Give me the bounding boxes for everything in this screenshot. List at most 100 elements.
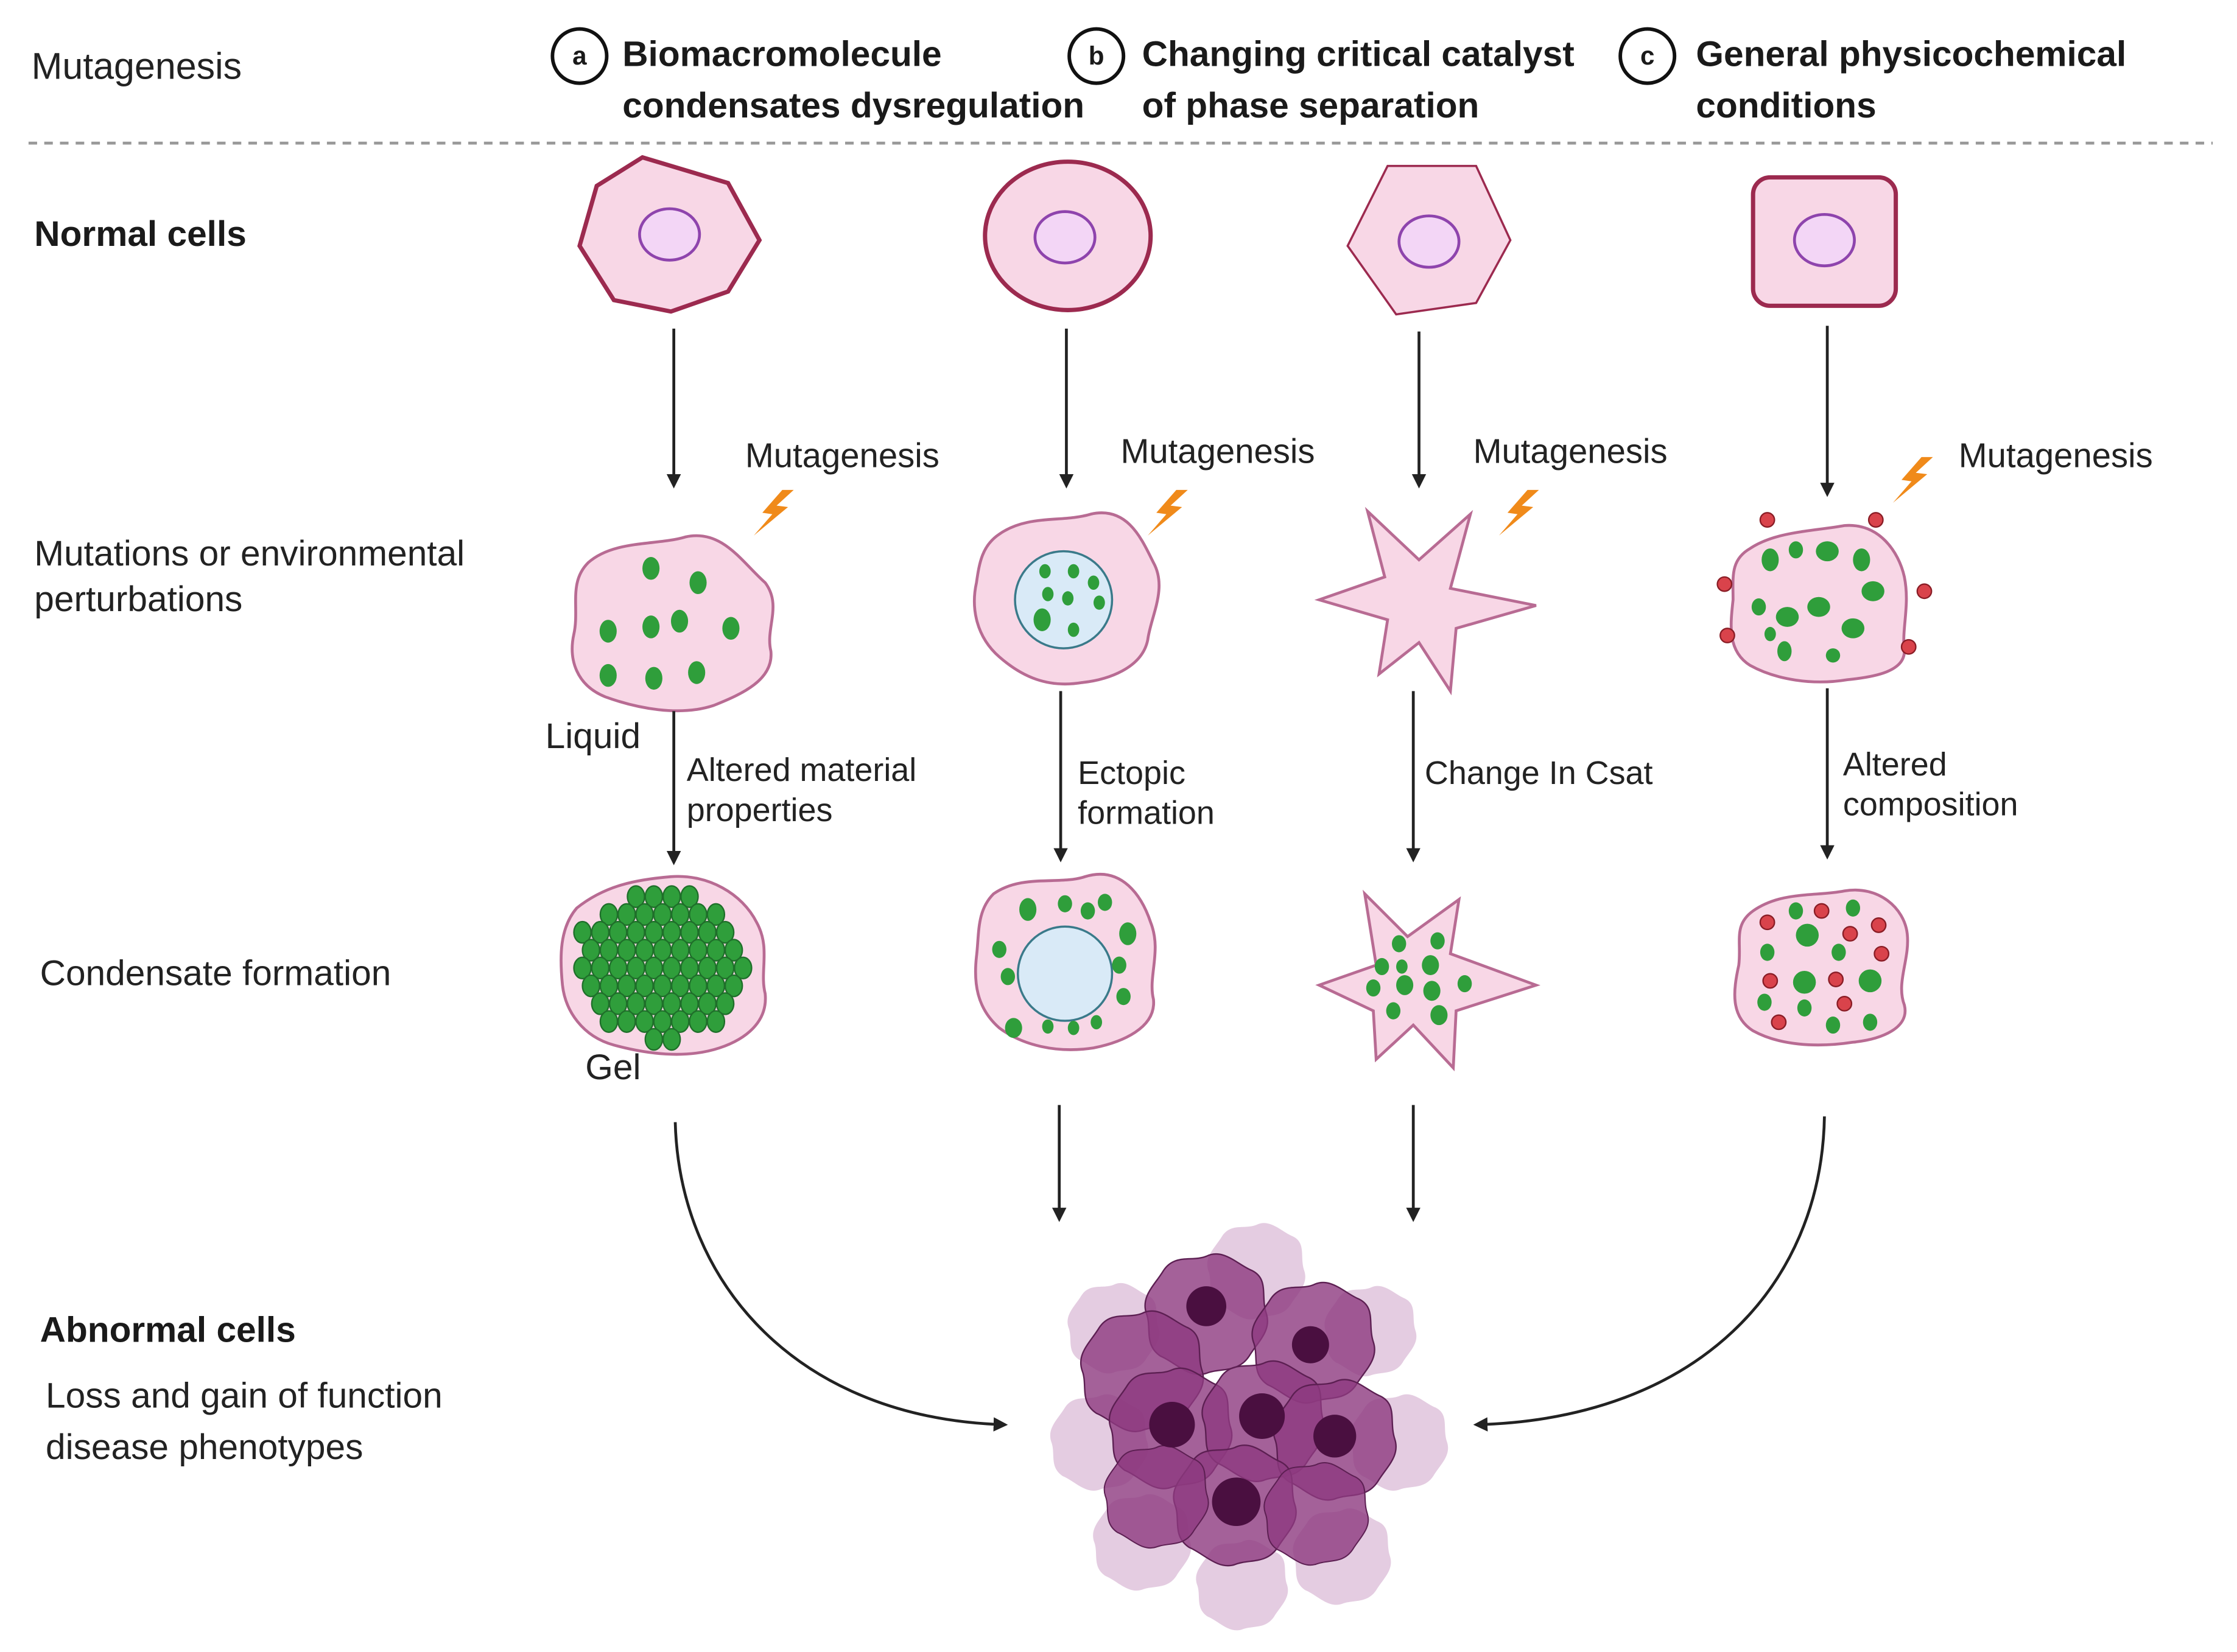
condensate-droplets bbox=[1751, 541, 1884, 663]
column-c-title-line2: conditions bbox=[1696, 86, 1876, 125]
condensate-cell-b bbox=[974, 872, 1157, 1051]
row-label-condensate-formation: Condensate formation bbox=[40, 953, 392, 993]
curve-arrow-d bbox=[1473, 1116, 1826, 1432]
column-b-title-line1: Changing critical catalyst bbox=[1142, 34, 1575, 74]
condensate-cells-row bbox=[560, 872, 1909, 1072]
state-label-liquid: Liquid bbox=[546, 716, 641, 756]
arrows-to-abnormal bbox=[673, 1105, 1826, 1432]
gel-droplet bbox=[662, 885, 681, 908]
transition-b-line1: Ectopic bbox=[1078, 755, 1185, 791]
enlarged-nucleus bbox=[1016, 925, 1114, 1022]
condensate-cell-a bbox=[560, 875, 767, 1056]
state-label-gel: Gel bbox=[585, 1048, 641, 1087]
mutagenesis-label-b: Mutagenesis bbox=[1121, 432, 1315, 470]
normal-cell-a bbox=[577, 155, 762, 314]
gel-droplet bbox=[715, 992, 735, 1015]
mutagenesis-label-c: Mutagenesis bbox=[1473, 432, 1668, 470]
header: Mutagenesis a Biomacromolecule condensat… bbox=[28, 27, 2213, 145]
gel-droplet bbox=[689, 974, 708, 998]
gel-droplet bbox=[599, 1010, 619, 1033]
row-labels: Normal cells Mutations or environmental … bbox=[34, 214, 465, 1467]
row-label-abnormal-desc-line1: Loss and gain of function bbox=[46, 1376, 443, 1415]
transition-b-line2: formation bbox=[1078, 794, 1215, 831]
normal-cell-d bbox=[1751, 175, 1898, 308]
mutated-cell-b bbox=[972, 511, 1161, 686]
lightning-icon-c bbox=[1498, 489, 1539, 536]
transition-c-line1: Change In Csat bbox=[1425, 755, 1653, 791]
gel-droplet bbox=[706, 1010, 726, 1033]
lightning-icon-b bbox=[1148, 489, 1188, 536]
column-b-title-line2: of phase separation bbox=[1142, 86, 1480, 125]
normal-cell-c bbox=[1346, 164, 1512, 316]
gel-droplet bbox=[680, 885, 699, 908]
mutagenesis-label-a: Mutagenesis bbox=[745, 436, 939, 474]
condensate-droplets bbox=[1757, 899, 1882, 1034]
condensate-droplets bbox=[1366, 932, 1472, 1026]
red-particles bbox=[1759, 903, 1890, 1031]
condensate-droplets bbox=[992, 894, 1137, 1038]
curve-arrow-a bbox=[673, 1122, 1008, 1432]
row-label-normal-cells: Normal cells bbox=[34, 214, 247, 254]
gel-droplet bbox=[734, 956, 753, 980]
row-label-abnormal-cells: Abnormal cells bbox=[40, 1311, 296, 1350]
column-a-header: a Biomacromolecule condensates dysregula… bbox=[550, 27, 1084, 125]
transition-d-line1: Altered bbox=[1843, 746, 1947, 783]
arrows-normal-to-mutated bbox=[666, 326, 1835, 497]
badge-b-letter: b bbox=[1089, 41, 1104, 70]
column-a-title-line2: condensates dysregulation bbox=[622, 86, 1084, 125]
gel-droplet bbox=[715, 920, 735, 944]
nucleus bbox=[638, 207, 701, 262]
row-label-mutations-line1: Mutations or environmental bbox=[34, 534, 465, 573]
gel-droplet bbox=[644, 1027, 664, 1051]
row-label-abnormal-desc-line2: disease phenotypes bbox=[46, 1427, 363, 1467]
badge-c bbox=[1618, 27, 1677, 85]
gel-droplet bbox=[724, 939, 743, 962]
row-label-mutations-line2: perturbations bbox=[34, 579, 242, 619]
column-c-title-line1: General physicochemical bbox=[1696, 34, 2126, 74]
gel-droplet bbox=[662, 992, 681, 1015]
mutated-cell-a bbox=[571, 534, 774, 713]
abnormal-cell-cluster bbox=[1050, 1223, 1449, 1631]
nucleus bbox=[1033, 210, 1097, 265]
condensate-droplets-dense bbox=[573, 885, 753, 1051]
badge-b bbox=[1067, 27, 1126, 85]
badge-a bbox=[550, 27, 609, 85]
condensate-cell-c bbox=[1315, 889, 1541, 1072]
transition-labels: Altered material properties Ectopic form… bbox=[687, 746, 2018, 831]
external-particles bbox=[1716, 512, 1933, 655]
lightning-icon-a bbox=[753, 489, 794, 536]
condensate-droplets bbox=[599, 557, 740, 690]
condensate-cell-d bbox=[1733, 888, 1909, 1047]
gel-droplet bbox=[662, 1027, 681, 1051]
gel-droplet bbox=[689, 903, 708, 926]
mutated-cell-c bbox=[1314, 506, 1537, 696]
header-mutagenesis-label: Mutagenesis bbox=[32, 46, 242, 87]
gel-droplet bbox=[689, 939, 708, 962]
transition-d-line2: composition bbox=[1843, 786, 2018, 822]
normal-cell-b bbox=[983, 159, 1153, 312]
arrows-mutated-to-condensate bbox=[666, 688, 1835, 866]
mutated-cell-d bbox=[1716, 512, 1933, 684]
column-b-header: b Changing critical catalyst of phase se… bbox=[1067, 27, 1575, 125]
badge-a-letter: a bbox=[572, 41, 587, 70]
transition-a-line1: Altered material bbox=[687, 752, 917, 788]
gel-droplet bbox=[617, 1010, 636, 1033]
nucleus bbox=[1397, 214, 1461, 269]
mutagenesis-triggers: Mutagenesis Mutagenesis Mutagenesis Muta… bbox=[745, 432, 2153, 536]
column-a-title-line1: Biomacromolecule bbox=[622, 34, 941, 74]
gel-droplet bbox=[662, 956, 681, 980]
mutated-cells-row bbox=[571, 506, 1933, 713]
gel-droplet bbox=[724, 974, 743, 998]
gel-droplet bbox=[662, 920, 681, 944]
column-c-header: c General physicochemical conditions bbox=[1618, 27, 2126, 125]
tumor-nuclei bbox=[1149, 1286, 1357, 1527]
condensate-droplets bbox=[1033, 564, 1105, 637]
nucleus bbox=[1793, 212, 1856, 268]
badge-c-letter: c bbox=[1640, 41, 1654, 70]
normal-cells-row bbox=[577, 155, 1898, 316]
gel-droplet bbox=[689, 1010, 708, 1033]
lightning-icon-d bbox=[1892, 457, 1933, 503]
gel-droplet bbox=[706, 903, 726, 926]
transition-a-line2: properties bbox=[687, 792, 833, 828]
